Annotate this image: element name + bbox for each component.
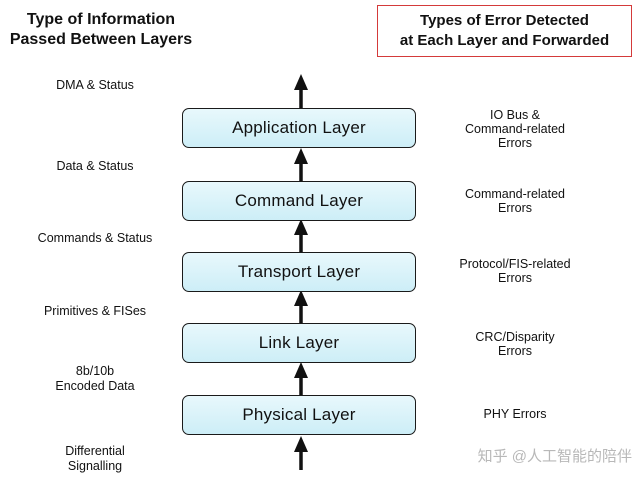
info-label-encoded-data: 8b/10b Encoded Data [5,364,185,394]
info-label-commands-status: Commands & Status [5,231,185,246]
error-label-transport: Protocol/FIS-related Errors [425,257,605,285]
info-label-line: Signalling [67,459,123,473]
error-label-line: PHY Errors [483,407,547,421]
error-label-line: Protocol/FIS-related [459,257,571,271]
info-label-line: Commands & Status [37,231,153,245]
error-label-link: CRC/Disparity Errors [425,330,605,358]
arrow-head-bottom [294,436,308,452]
right-header-line-1: Types of Error Detected [420,12,589,29]
watermark: 知乎 @人工智能的陪伴 [477,448,632,465]
error-label-line: Errors [497,136,533,150]
error-label-line: Command-related [464,122,566,136]
info-label-line: Primitives & FISes [43,304,147,318]
arrow-head-link-to-transport [294,290,308,306]
left-header-line-2: Passed Between Layers [9,31,193,48]
error-label-application: IO Bus & Command-related Errors [425,108,605,150]
error-label-line: IO Bus & [489,108,541,122]
right-header-line-2: at Each Layer and Forwarded [399,32,610,49]
layer-physical: Physical Layer [182,395,416,435]
right-column-header: Types of Error Detected at Each Layer an… [377,5,632,57]
info-label-primitives-fises: Primitives & FISes [5,304,185,319]
error-label-line: Errors [497,201,533,215]
info-label-line: DMA & Status [56,78,134,92]
arrow-head-top [294,74,308,90]
error-label-physical: PHY Errors [425,407,605,421]
layer-application: Application Layer [182,108,416,148]
layer-link: Link Layer [182,323,416,363]
error-label-line: CRC/Disparity [475,330,555,344]
info-label-line: Differential [65,444,125,458]
error-label-line: Errors [497,344,533,358]
info-label-dma-status: DMA & Status [5,78,185,93]
layer-transport: Transport Layer [182,252,416,292]
layer-command: Command Layer [182,181,416,221]
info-label-line: 8b/10b [75,364,115,378]
left-header-line-1: Type of Information [26,11,176,28]
info-label-data-status: Data & Status [5,159,185,174]
error-label-line: Errors [497,271,533,285]
left-column-header: Type of Information Passed Between Layer… [0,10,202,50]
info-label-line: Data & Status [56,159,134,173]
info-label-line: Encoded Data [55,379,135,393]
info-label-differential-signalling: Differential Signalling [5,444,185,474]
arrow-head-command-to-application [294,148,308,164]
arrow-head-physical-to-link [294,362,308,378]
error-label-line: Command-related [464,187,566,201]
arrow-head-transport-to-command [294,219,308,235]
error-label-command: Command-related Errors [425,187,605,215]
